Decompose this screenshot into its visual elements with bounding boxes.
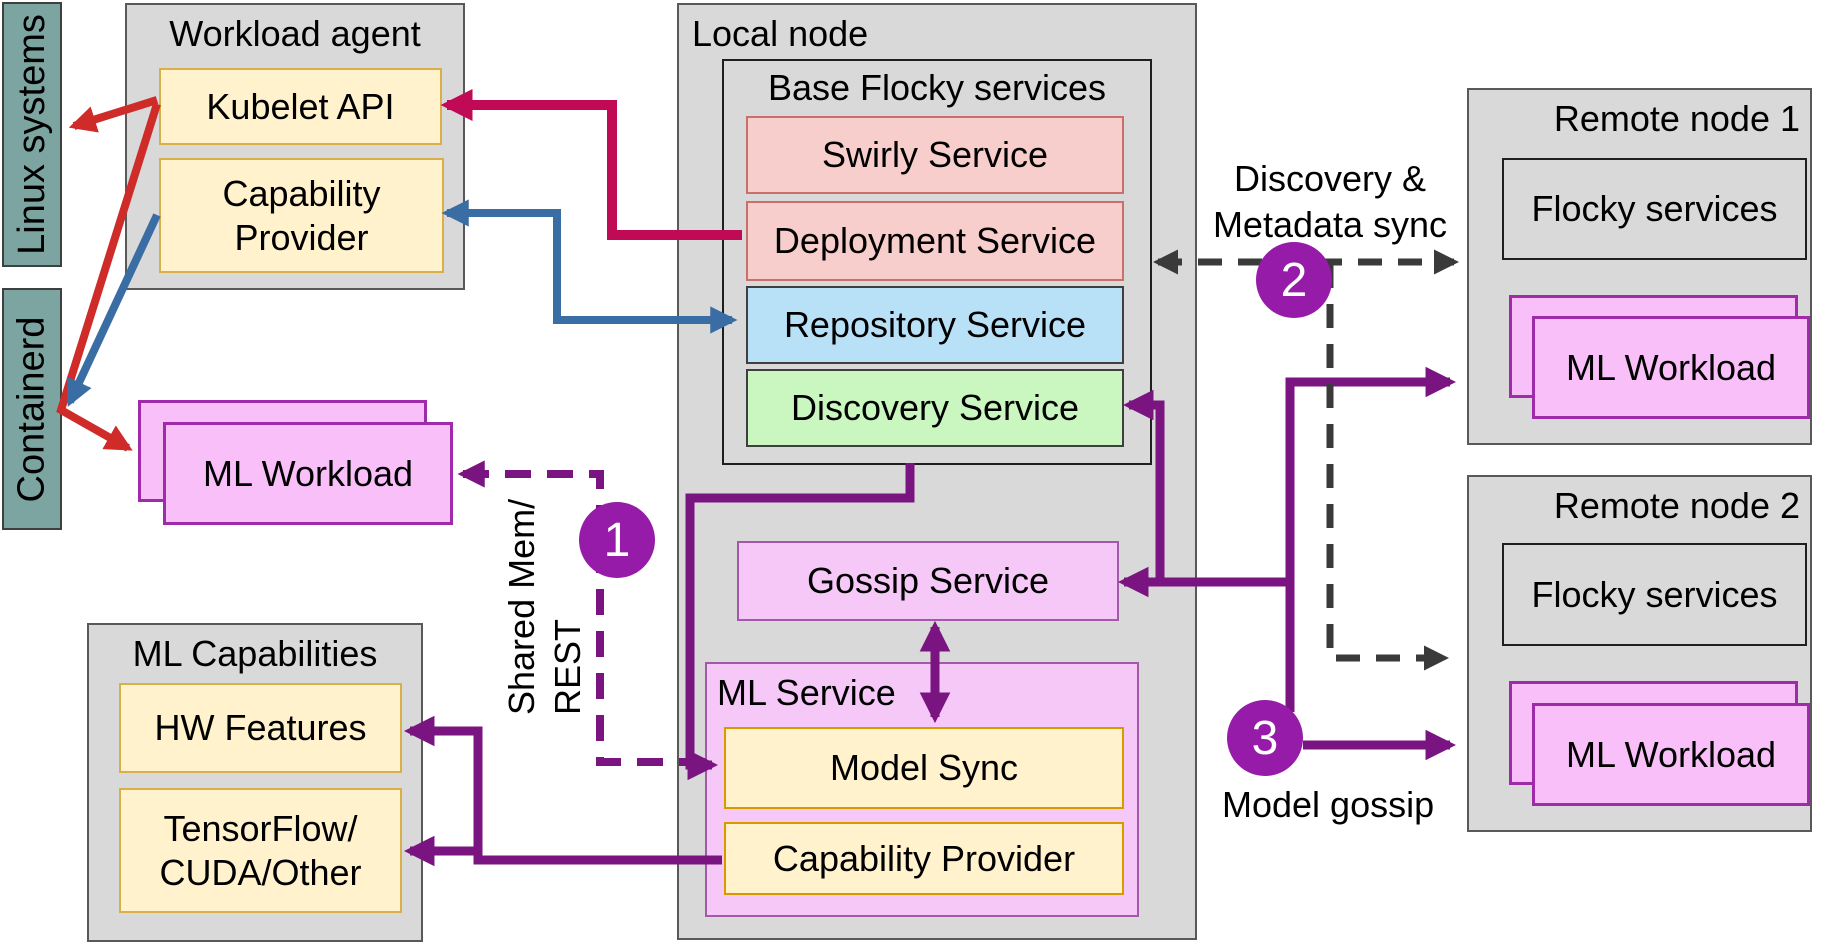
ml-capabilities-title: ML Capabilities xyxy=(132,633,378,674)
gossip-service-box: Gossip Service xyxy=(737,541,1119,621)
model-gossip-label: Model gossip xyxy=(1222,782,1522,828)
step-2-number: 2 xyxy=(1280,253,1308,307)
ml-service-title: ML Service xyxy=(717,672,896,713)
repository-service-label: Repository Service xyxy=(783,304,1087,345)
shared-mem-rest-label: Shared Mem/ REST xyxy=(499,465,591,715)
containerd-label: Containerd xyxy=(10,316,53,502)
capability-provider-box: Capability Provider xyxy=(159,158,444,273)
tensorflow-line2: CUDA/Other xyxy=(159,851,362,893)
arrow-gossip-to-remote1-workload xyxy=(1285,366,1457,712)
deployment-service-box: Deployment Service xyxy=(746,201,1124,281)
deployment-service-label: Deployment Service xyxy=(773,220,1097,261)
remote-node-2-title: Remote node 2 xyxy=(1553,485,1800,526)
remote-node-1-panel: Remote node 1 Flocky services ML Workloa… xyxy=(1467,88,1812,445)
arrow-capprovider2-to-hwfeatures xyxy=(403,715,722,865)
discovery-metadata-sync-label: Discovery & Metadata sync xyxy=(1200,156,1460,248)
discovery-sync-line2: Metadata sync xyxy=(1212,204,1448,245)
local-node-panel: Local node Base Flocky services Swirly S… xyxy=(677,3,1197,940)
remote-2-flocky-services-label: Flocky services xyxy=(1531,573,1778,615)
tensorflow-line1: TensorFlow/ xyxy=(163,807,358,849)
tensorflow-box: TensorFlow/ CUDA/Other xyxy=(119,788,402,913)
ml-capability-provider-label: Capability Provider xyxy=(772,837,1076,879)
gossip-service-label: Gossip Service xyxy=(806,560,1050,601)
capability-provider-label: Capability Provider xyxy=(222,172,381,258)
hw-features-box: HW Features xyxy=(119,683,402,773)
remote-1-ml-workload-front: ML Workload xyxy=(1532,316,1810,419)
ml-capabilities-panel: ML Capabilities HW Features TensorFlow/ … xyxy=(87,623,423,942)
linux-systems-box: Linux systems xyxy=(2,2,62,267)
step-1-badge: 1 xyxy=(579,502,655,578)
remote-2-ml-workload-front: ML Workload xyxy=(1532,703,1810,806)
kubelet-api-label: Kubelet API xyxy=(206,85,395,127)
tensorflow-label: TensorFlow/ CUDA/Other xyxy=(159,807,361,895)
remote-node-1-title: Remote node 1 xyxy=(1553,98,1800,139)
ml-workload-left-front: ML Workload xyxy=(163,422,453,525)
shared-mem-line2: REST xyxy=(547,618,588,715)
workload-agent-title: Workload agent xyxy=(169,13,421,54)
local-node-title: Local node xyxy=(692,13,869,54)
model-sync-label: Model Sync xyxy=(829,747,1019,788)
remote-2-ml-workload-label: ML Workload xyxy=(1565,733,1777,775)
model-sync-box: Model Sync xyxy=(724,727,1124,809)
base-flocky-panel: Base Flocky services Swirly Service Depl… xyxy=(722,59,1152,465)
ml-service-panel: ML Service Model Sync Capability Provide… xyxy=(705,662,1139,917)
hw-features-label: HW Features xyxy=(154,707,367,748)
linux-systems-label: Linux systems xyxy=(10,14,53,255)
ml-workload-left-label: ML Workload xyxy=(202,452,414,494)
shared-mem-line1: Shared Mem/ xyxy=(501,498,542,715)
swirly-service-box: Swirly Service xyxy=(746,116,1124,194)
kubelet-api-box: Kubelet API xyxy=(159,68,442,145)
base-flocky-title: Base Flocky services xyxy=(767,67,1107,108)
containerd-box: Containerd xyxy=(2,288,62,530)
model-gossip-text: Model gossip xyxy=(1222,784,1435,825)
discovery-sync-line1: Discovery & xyxy=(1233,158,1427,199)
remote-1-flocky-services-label: Flocky services xyxy=(1531,188,1778,229)
remote-2-flocky-services-box: Flocky services xyxy=(1502,543,1807,646)
ml-capability-provider-box: Capability Provider xyxy=(724,822,1124,895)
remote-1-flocky-services-box: Flocky services xyxy=(1502,158,1807,260)
discovery-service-label: Discovery Service xyxy=(790,387,1080,428)
swirly-service-label: Swirly Service xyxy=(821,134,1049,175)
step-3-badge: 3 xyxy=(1227,700,1303,776)
workload-agent-panel: Workload agent Kubelet API Capability Pr… xyxy=(125,3,465,290)
remote-1-ml-workload-label: ML Workload xyxy=(1565,346,1777,388)
repository-service-box: Repository Service xyxy=(746,286,1124,364)
remote-node-2-panel: Remote node 2 Flocky services ML Workloa… xyxy=(1467,475,1812,832)
step-2-badge: 2 xyxy=(1256,242,1332,318)
step-1-number: 1 xyxy=(603,513,631,567)
discovery-service-box: Discovery Service xyxy=(746,369,1124,447)
step-3-number: 3 xyxy=(1251,711,1279,765)
arrow-discovery-sync-remote2 xyxy=(1326,264,1450,671)
